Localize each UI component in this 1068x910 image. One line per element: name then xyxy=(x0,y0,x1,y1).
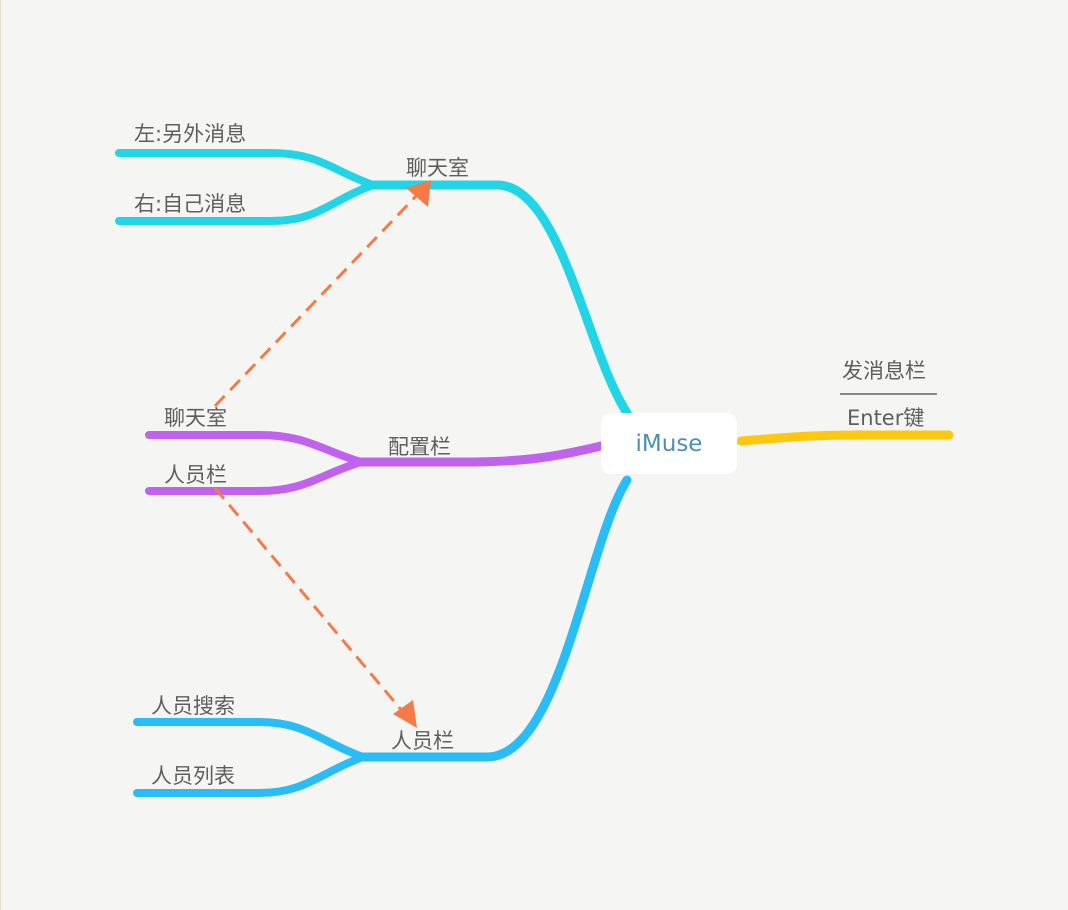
relation-arrow-to-chat-room xyxy=(213,191,421,408)
arrowhead-people-bar xyxy=(393,700,417,728)
child-line-config-chat-room xyxy=(145,431,365,466)
branch-line-chat-room xyxy=(368,180,632,418)
subtopic-people-list[interactable]: 人员列表 xyxy=(151,764,235,788)
topic-people-bar[interactable]: 人员栏 xyxy=(391,729,454,753)
topic-config-bar[interactable]: 配置栏 xyxy=(388,435,451,459)
branch-line-send-bar xyxy=(736,430,954,446)
subtopic-config-people-bar[interactable]: 人员栏 xyxy=(164,463,227,487)
child-line-config-people-bar xyxy=(145,458,365,495)
arrowhead-chat-room xyxy=(406,180,431,207)
central-topic-label: iMuse xyxy=(635,430,703,457)
central-topic[interactable]: iMuse xyxy=(601,413,737,474)
subtopic-other-messages[interactable]: 左:另外消息 xyxy=(134,122,247,146)
child-line-people-search xyxy=(133,718,367,761)
branch-line-config-bar xyxy=(356,441,606,467)
topic-chat-room[interactable]: 聊天室 xyxy=(406,156,469,180)
branch-line-people-bar xyxy=(358,475,632,762)
subtopic-enter-key[interactable]: Enter键 xyxy=(847,406,925,430)
child-line-people-list xyxy=(133,753,367,797)
topic-send-bar[interactable]: 发消息栏 xyxy=(842,359,926,383)
send-bar-divider xyxy=(840,393,937,395)
child-line-own-messages xyxy=(115,181,377,225)
subtopic-config-chat-room[interactable]: 聊天室 xyxy=(164,406,227,430)
relation-arrow-to-people-bar xyxy=(213,487,405,713)
child-line-other-messages xyxy=(115,149,377,189)
subtopic-own-messages[interactable]: 右:自己消息 xyxy=(134,192,247,216)
subtopic-people-search[interactable]: 人员搜索 xyxy=(151,694,235,718)
